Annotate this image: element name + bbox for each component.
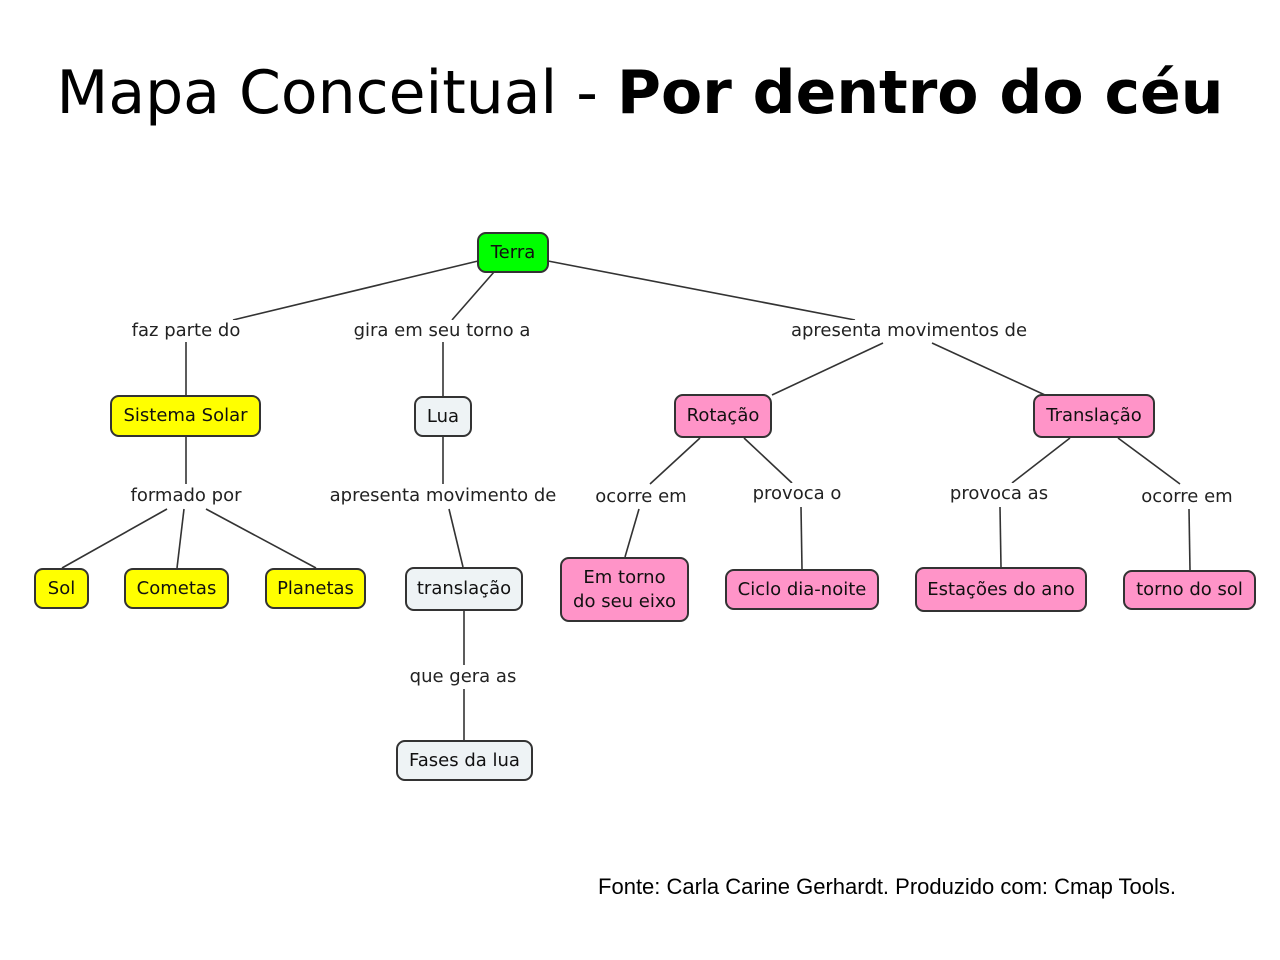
concept-em-torno-line1: Em torno: [583, 566, 666, 588]
concept-translacao-terra: Translação: [1033, 394, 1155, 438]
edge-apresenta-translacao-lua: [448, 508, 464, 568]
edge-translacao-provoca: [1011, 437, 1071, 484]
concept-terra: Terra: [477, 232, 549, 273]
concept-planetas-label: Planetas: [277, 577, 354, 599]
concept-sol-label: Sol: [47, 577, 76, 599]
concept-sol: Sol: [34, 568, 89, 609]
link-ocorre-em-translacao: ocorre em: [1139, 486, 1235, 508]
concept-ciclo-dia-noite: Ciclo dia-noite: [725, 569, 879, 610]
edge-terra-faz-parte: [232, 260, 479, 321]
edge-rotacao-ocorre: [649, 437, 701, 485]
concept-torno-do-sol: torno do sol: [1123, 570, 1256, 610]
edge-terra-apresenta: [547, 260, 856, 321]
concept-sistema-solar-label: Sistema Solar: [123, 405, 248, 426]
concept-lua-label: Lua: [426, 405, 460, 427]
concept-em-torno-line2: do seu eixo: [573, 590, 676, 612]
edge-provoca-estacoes: [999, 506, 1002, 568]
concept-estacoes-do-ano: Estações do ano: [915, 567, 1087, 612]
link-formado-por: formado por: [128, 485, 244, 507]
edge-ocorre-eixo: [624, 508, 640, 558]
concept-estacoes-label: Estações do ano: [927, 578, 1075, 600]
concept-ciclo-label: Ciclo dia-noite: [737, 578, 867, 600]
edge-apresenta-rotacao: [771, 342, 884, 396]
concept-rotacao: Rotação: [674, 394, 772, 438]
concept-cometas-label: Cometas: [136, 577, 217, 599]
link-provoca-as: provoca as: [947, 483, 1051, 505]
concept-cometas: Cometas: [124, 568, 229, 609]
concept-translacao-lua: translação: [405, 567, 523, 611]
link-ocorre-em-rotacao: ocorre em: [593, 486, 689, 508]
edge-apresenta-translacao: [931, 342, 1046, 396]
concept-fases-label: Fases da lua: [409, 749, 520, 771]
source-caption: Fonte: Carla Carine Gerhardt. Produzido …: [598, 874, 1176, 899]
link-apresenta-movimentos: apresenta movimentos de: [788, 320, 1030, 342]
title-prefix: Mapa Conceitual -: [56, 58, 617, 128]
edge-ocorre-sol: [1188, 508, 1191, 571]
edge-provoca-ciclo: [800, 506, 803, 570]
concept-lua: Lua: [414, 396, 472, 437]
link-provoca-o: provoca o: [750, 483, 844, 505]
edge-formado-sol: [61, 508, 168, 569]
edge-rotacao-provoca: [743, 437, 793, 484]
link-faz-parte-do: faz parte do: [129, 320, 243, 342]
concept-translacao-lua-label: translação: [416, 578, 512, 599]
edge-translacao-ocorre: [1117, 437, 1181, 485]
edge-terra-gira: [451, 271, 495, 321]
edge-formado-cometas: [176, 508, 185, 569]
page-title: Mapa Conceitual - Por dentro do céu: [0, 58, 1280, 128]
link-que-gera-as: que gera as: [407, 666, 519, 688]
concept-terra-label: Terra: [490, 241, 536, 263]
concept-planetas: Planetas: [265, 568, 366, 609]
concept-em-torno-do-eixo: Em torno do seu eixo: [560, 557, 689, 622]
concept-translacao-terra-label: Translação: [1046, 405, 1142, 426]
concept-sistema-solar: Sistema Solar: [110, 395, 261, 437]
title-bold: Por dentro do céu: [617, 58, 1224, 128]
link-gira-em-seu-torno: gira em seu torno a: [351, 320, 533, 342]
edge-formado-planetas: [205, 508, 317, 569]
concept-torno-sol-label: torno do sol: [1136, 579, 1243, 600]
link-apresenta-movimento: apresenta movimento de: [327, 485, 559, 507]
concept-rotacao-label: Rotação: [686, 405, 760, 426]
concept-fases-da-lua: Fases da lua: [396, 740, 533, 781]
